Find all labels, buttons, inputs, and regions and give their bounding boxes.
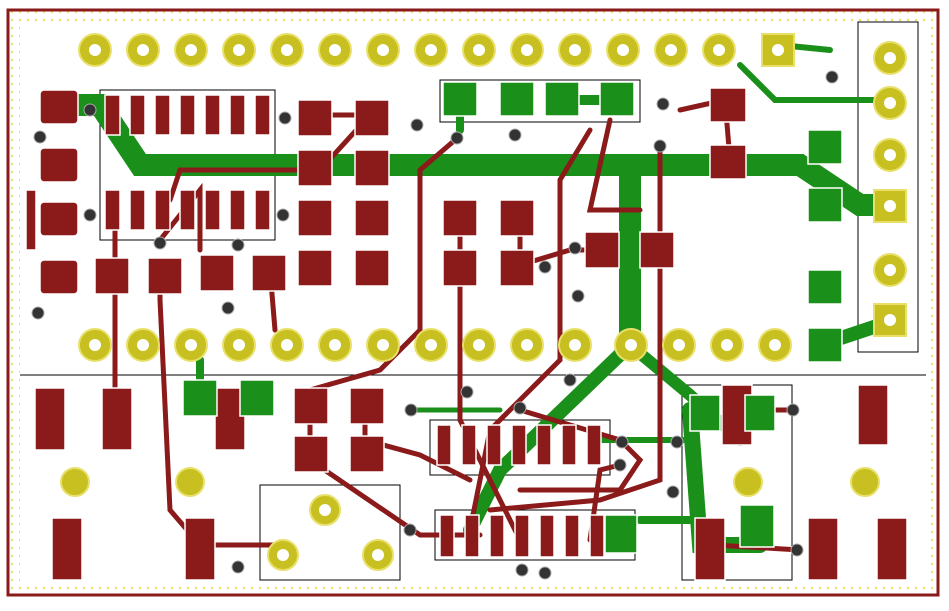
vias — [31, 70, 839, 580]
smd-pads-red — [25, 87, 908, 581]
header-pads-top — [78, 33, 795, 67]
header-pads-right — [873, 41, 907, 337]
smd-pads-green — [182, 81, 843, 554]
header-pads-bottom — [78, 328, 792, 362]
